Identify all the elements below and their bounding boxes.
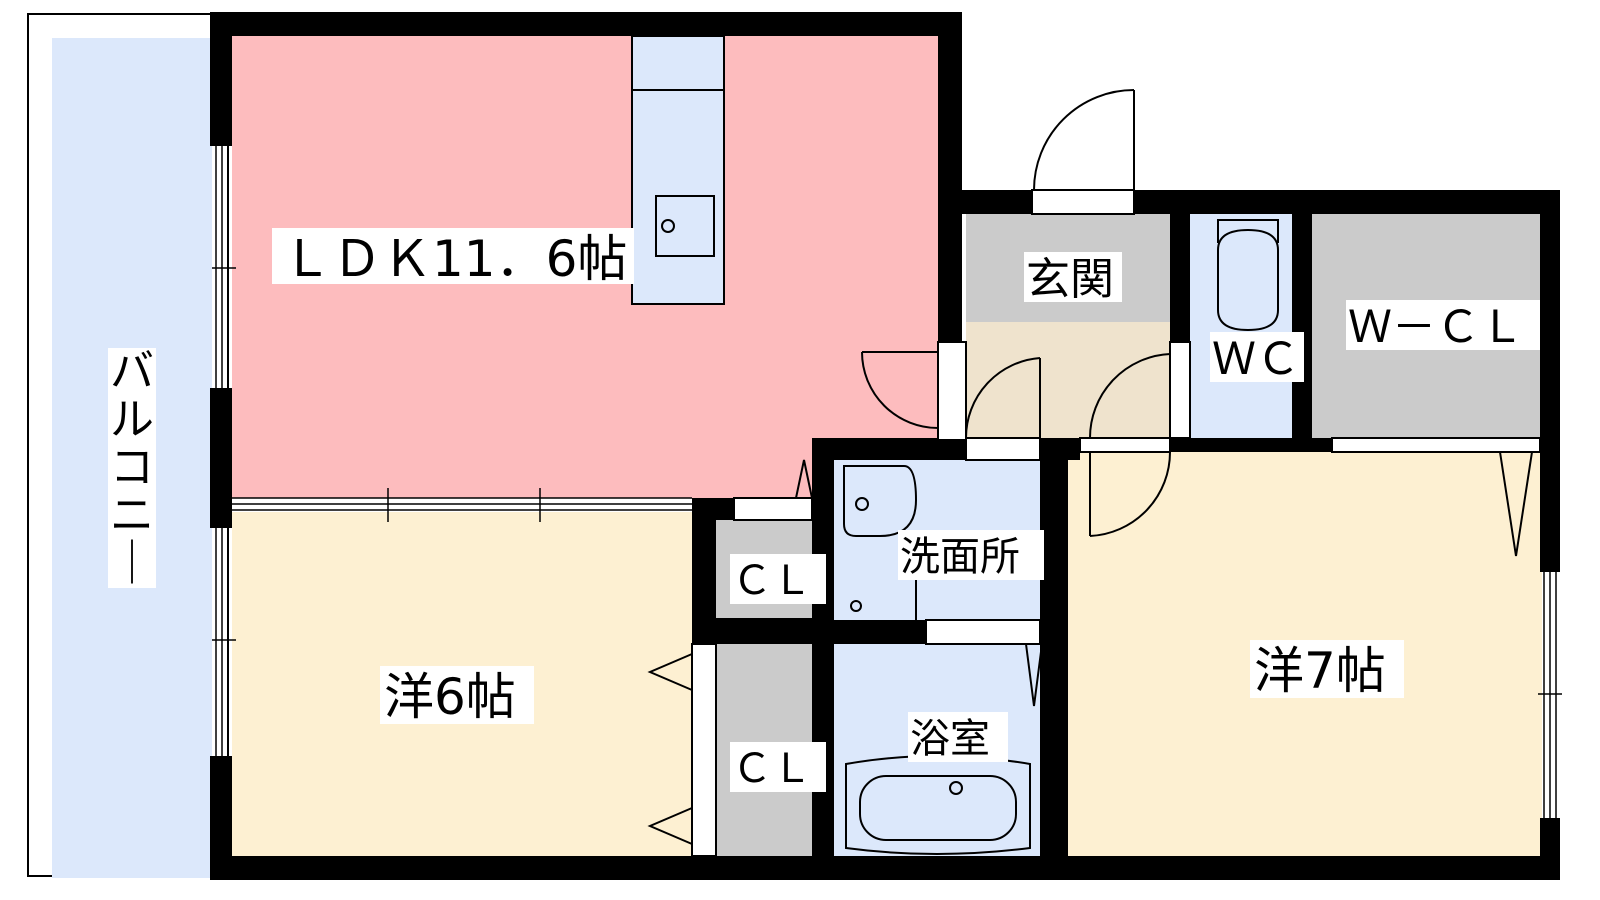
svg-text:ＣＬ: ＣＬ	[732, 746, 812, 792]
entrance-hall-floor	[966, 322, 1170, 440]
western6-label: 洋6帖	[380, 666, 534, 726]
balcony-label-char: ｜	[110, 538, 154, 589]
balcony-label-text: バルコニ｜	[110, 346, 154, 589]
left-windows	[212, 146, 236, 756]
bathtub	[845, 755, 1031, 855]
svg-text:浴室: 浴室	[910, 716, 990, 762]
wc-door	[1088, 341, 1191, 439]
front-door	[1031, 89, 1135, 215]
walls	[210, 12, 1560, 880]
svg-text:ＷＣ: ＷＣ	[1212, 334, 1300, 385]
svg-text:洗面所: 洗面所	[900, 534, 1020, 580]
wcl-door	[1331, 437, 1541, 557]
closet-upper-label: ＣＬ	[730, 554, 826, 604]
kitchen-counter	[631, 35, 725, 305]
closet-lower-doors	[647, 643, 717, 857]
western7-door	[1079, 437, 1172, 537]
bathroom-label: 浴室	[908, 712, 1008, 762]
ldk-label: ＬＤＫ11．6帖	[272, 228, 634, 288]
wcl-label: Ｗ－ＣＬ	[1346, 300, 1540, 353]
ldk-partition	[232, 488, 692, 522]
ldk-door	[861, 341, 967, 441]
svg-text:ＣＬ: ＣＬ	[732, 558, 812, 604]
bathroom-door	[925, 619, 1043, 707]
svg-text:Ｗ－ＣＬ: Ｗ－ＣＬ	[1348, 302, 1524, 353]
balcony-label-char: ニ	[110, 490, 154, 541]
washroom-door	[964, 357, 1041, 461]
toilet	[1217, 219, 1279, 332]
balcony-label-char: バ	[110, 346, 154, 397]
kitchen-sink	[655, 195, 715, 257]
entrance-label: 玄関	[1024, 252, 1122, 305]
balcony-label-char: コ	[110, 442, 154, 493]
svg-text:洋7帖: 洋7帖	[1254, 642, 1386, 700]
washroom-label: 洗面所	[898, 530, 1044, 580]
svg-text:洋6帖: 洋6帖	[384, 668, 516, 726]
western7-label: 洋7帖	[1250, 640, 1404, 700]
balcony-label-char: ル	[110, 394, 154, 445]
right-window	[1538, 572, 1562, 818]
closet-lower-label: ＣＬ	[730, 742, 826, 792]
closet-upper-door	[733, 459, 813, 521]
balcony-label: バルコニ｜	[108, 346, 156, 589]
balcony	[27, 13, 229, 878]
svg-text:玄関: 玄関	[1026, 254, 1114, 305]
wc-label: ＷＣ	[1210, 332, 1304, 385]
svg-text:ＬＤＫ11．6帖: ＬＤＫ11．6帖	[282, 230, 627, 288]
